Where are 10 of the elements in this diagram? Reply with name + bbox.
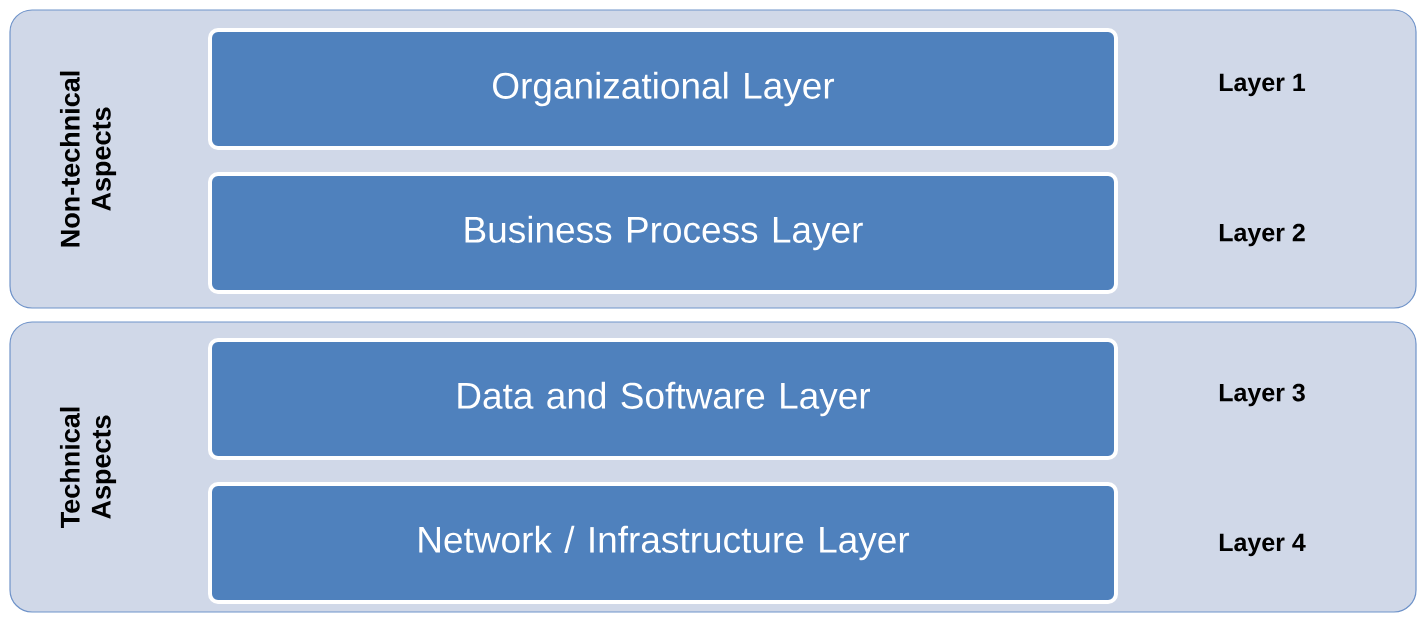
layer-box: Organizational Layer xyxy=(208,28,1118,150)
layer-box: Network / Infrastructure Layer xyxy=(208,482,1118,604)
layer-number: Layer 3 xyxy=(1219,383,1305,407)
layer-number: Layer 1 xyxy=(1219,73,1306,97)
rotated-heading: Non-technical Aspects xyxy=(59,71,117,247)
layer-box: Data and Software Layer xyxy=(208,338,1118,460)
layer-box: Business Process Layer xyxy=(208,172,1118,294)
layer-number: Layer 2 xyxy=(1219,223,1305,247)
rotated-heading: Technical Aspects xyxy=(59,407,117,528)
layer-number: Layer 4 xyxy=(1219,533,1306,557)
